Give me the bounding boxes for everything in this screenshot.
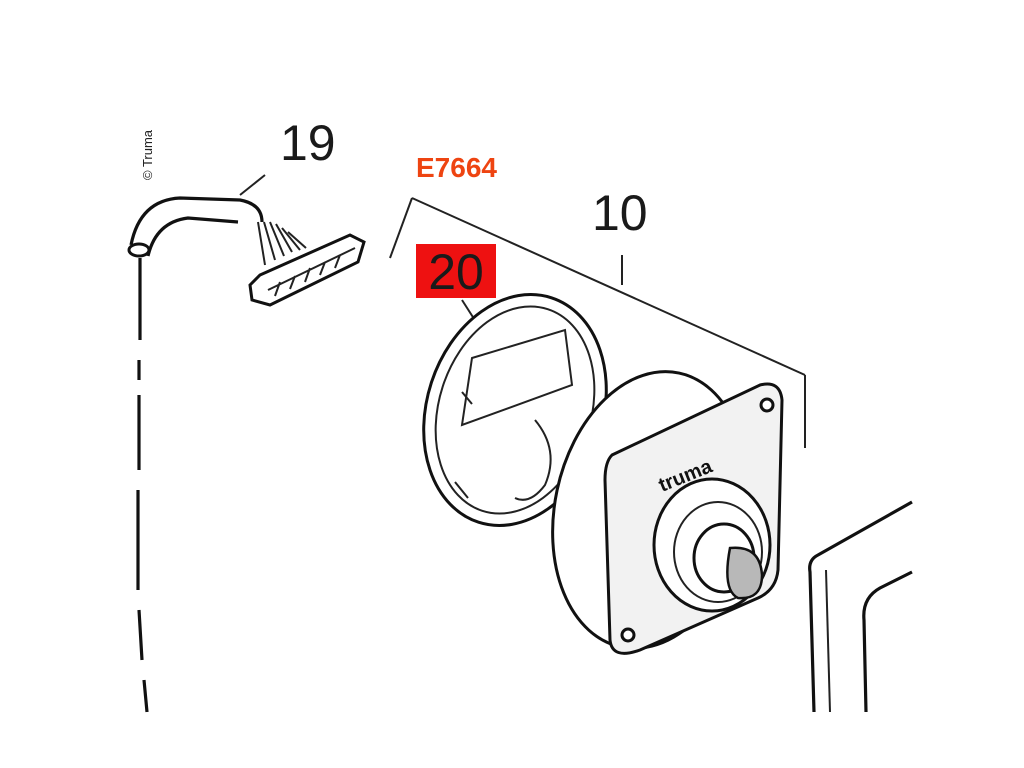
callout-20-highlighted: 20 bbox=[416, 244, 496, 300]
leader-set-top bbox=[411, 197, 806, 376]
control-panel: truma bbox=[551, 370, 784, 655]
cable-end bbox=[127, 242, 151, 258]
callout-10: 10 bbox=[592, 185, 648, 241]
cable-jacket-lower bbox=[146, 216, 239, 257]
knob-grip bbox=[726, 546, 764, 600]
callout-19: 19 bbox=[280, 115, 336, 171]
screw-hole-top bbox=[759, 397, 775, 413]
cable-assembly bbox=[127, 196, 366, 713]
connector-pins bbox=[267, 247, 356, 297]
mounting-frame bbox=[808, 500, 913, 713]
cable-run bbox=[136, 258, 149, 713]
screw-hole-bottom bbox=[620, 627, 636, 643]
ring-tab bbox=[514, 419, 552, 501]
cable-wires bbox=[257, 221, 307, 266]
leader-set-left bbox=[389, 197, 413, 259]
connector-plug bbox=[248, 233, 366, 307]
frame-edge bbox=[825, 569, 831, 713]
cable-jacket bbox=[129, 196, 264, 246]
frame-outer bbox=[808, 500, 913, 713]
ring-clips bbox=[454, 391, 473, 499]
copyright-notice: © Truma bbox=[140, 129, 155, 180]
part-set-label: E7664 bbox=[416, 152, 497, 183]
ring-window bbox=[460, 328, 574, 427]
frame-inner bbox=[862, 570, 913, 713]
knob-scale bbox=[673, 501, 763, 603]
leader-lines bbox=[239, 174, 806, 448]
leader-19 bbox=[239, 174, 266, 196]
